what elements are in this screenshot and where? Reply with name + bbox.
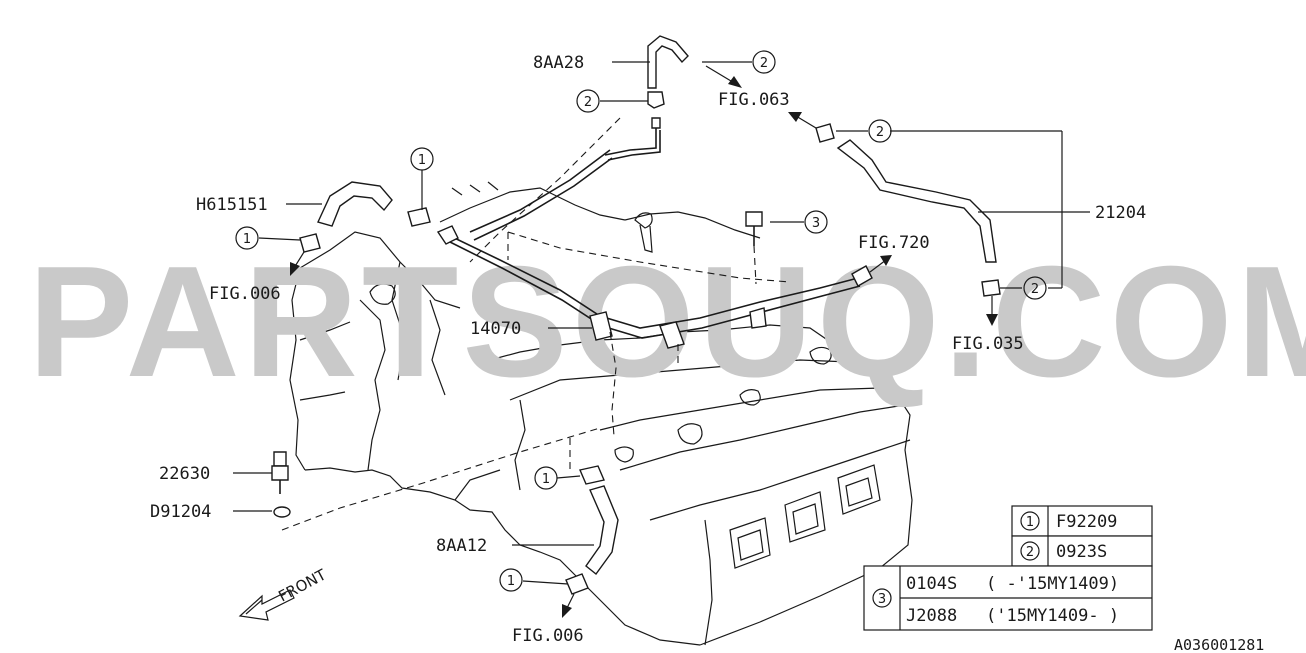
legend-note-3b: ('15MY1409- ) [986,606,1119,626]
svg-text:2: 2 [584,95,592,110]
fig-label-035[interactable]: FIG.035 [952,334,1024,354]
part-label-d91204[interactable]: D91204 [150,502,211,522]
svg-text:1: 1 [418,153,426,168]
part-label-8aa28[interactable]: 8AA28 [533,53,584,73]
svg-text:1: 1 [243,232,251,247]
fig-label-720[interactable]: FIG.720 [858,233,930,253]
svg-text:2: 2 [760,56,768,71]
callouts: 2 2 2 2 1 1 1 1 [235,50,1047,592]
legend-num-3: 3 [878,592,886,607]
legend-part-1: F92209 [1056,512,1117,532]
legend-num-1: 1 [1026,515,1034,530]
part-label-8aa12[interactable]: 8AA12 [436,536,487,556]
legend-table: 1 F92209 2 0923S 3 0104S ( -'15MY1409) J… [863,505,1153,631]
engine-drawing [289,181,913,646]
hoses [271,35,1001,595]
legend-num-2: 2 [1026,545,1034,560]
fig-label-063[interactable]: FIG.063 [718,90,790,110]
callout-1-mid[interactable]: 1 [534,466,558,490]
callout-2-lower[interactable]: 2 [1023,276,1047,300]
svg-text:2: 2 [876,125,884,140]
leader-lines [233,61,1090,618]
callout-2-top[interactable]: 2 [752,50,776,74]
part-label-14070[interactable]: 14070 [470,319,521,339]
fig-label-006-bottom[interactable]: FIG.006 [512,626,584,646]
callout-1-left[interactable]: 1 [235,226,259,250]
callout-3-bolt[interactable]: 3 [804,210,828,234]
legend-part-3a: 0104S [906,574,957,594]
svg-text:3: 3 [812,216,820,231]
svg-text:2: 2 [1031,282,1039,297]
callout-2-right[interactable]: 2 [868,119,892,143]
svg-text:1: 1 [542,472,550,487]
watermark-text: PARTSOUQ.COM [28,234,1306,410]
part-label-22630[interactable]: 22630 [159,464,210,484]
dashed-guides [281,117,791,531]
labels: 8AA28 FIG.063 H615151 FIG.720 21204 FIG.… [150,53,1264,653]
svg-text:1: 1 [507,574,515,589]
legend-part-2: 0923S [1056,542,1107,562]
part-label-h615151[interactable]: H615151 [196,195,268,215]
callout-1-bottom[interactable]: 1 [499,568,523,592]
part-label-21204[interactable]: 21204 [1095,203,1146,223]
callout-1-top[interactable]: 1 [410,147,434,171]
callout-2-mid[interactable]: 2 [576,89,600,113]
diagram-code: A036001281 [1174,636,1264,653]
front-label: FRONT [275,565,329,605]
legend-note-3a: ( -'15MY1409) [986,574,1119,594]
legend-part-3b: J2088 [906,606,957,626]
fig-label-006-top[interactable]: FIG.006 [209,284,281,304]
front-arrow: FRONT [238,565,330,621]
